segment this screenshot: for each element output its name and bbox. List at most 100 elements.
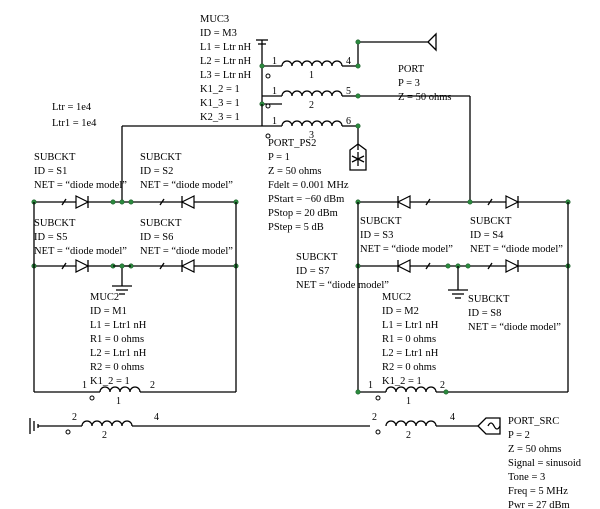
muc3-line: L1 = Ltr nH [200, 42, 252, 53]
muc3-pin: 1 [272, 116, 277, 127]
diode-s4-icon [487, 195, 520, 209]
svg-text:ID = S2: ID = S2 [140, 166, 173, 177]
port-ps2-icon [349, 143, 367, 171]
svg-text:R1 = 0 ohms: R1 = 0 ohms [382, 334, 436, 345]
muc2-m2-pin: 4 [450, 412, 455, 423]
subckt-s8-label: SUBCKT ID = S8 NET = “diode model” [468, 294, 561, 333]
muc2-m1-pin: 1 [82, 380, 87, 391]
muc3-label-block: MUC3 ID = M3 L1 = Ltr nH L2 = Ltr nH L3 … [200, 14, 252, 123]
diode-s1-icon [61, 195, 90, 209]
svg-text:Signal = sinusoid: Signal = sinusoid [508, 458, 582, 469]
muc3-line: K2_3 = 1 [200, 112, 240, 123]
subckt-s4-label: SUBCKT ID = S4 NET = “diode model” [470, 216, 563, 255]
port-ps2-line: PStep = 5 dB [268, 222, 324, 233]
svg-text:SUBCKT: SUBCKT [140, 152, 182, 163]
muc3-pin: 4 [346, 56, 351, 67]
svg-text:SUBCKT: SUBCKT [470, 216, 512, 227]
svg-text:ID = M1: ID = M1 [90, 306, 127, 317]
muc2-m2-pin: 2 [372, 412, 377, 423]
svg-text:K1_2 = 1: K1_2 = 1 [382, 376, 422, 387]
port-ps2-label: PORT_PS2 P = 1 Z = 50 ohms Fdelt = 0.001… [268, 138, 349, 233]
svg-text:NET = “diode model”: NET = “diode model” [468, 322, 561, 333]
svg-text:SUBCKT: SUBCKT [34, 152, 76, 163]
muc3-pin: 1 [272, 86, 277, 97]
port-top-icon [420, 32, 437, 52]
svg-text:R2 = 0 ohms: R2 = 0 ohms [382, 362, 436, 373]
subckt-s1-label: SUBCKT ID = S1 NET = “diode model” [34, 152, 127, 191]
port-ps2-line: PORT_PS2 [268, 138, 316, 149]
port-ps2-line: PStart = −60 dBm [268, 194, 344, 205]
subckt-s6-label: SUBCKT ID = S6 NET = “diode model” [140, 218, 233, 257]
svg-text:ID = S7: ID = S7 [296, 266, 329, 277]
svg-text:SUBCKT: SUBCKT [140, 218, 182, 229]
svg-text:ID = S5: ID = S5 [34, 232, 67, 243]
svg-text:SUBCKT: SUBCKT [296, 252, 338, 263]
svg-text:Pwr = 27 dBm: Pwr = 27 dBm [508, 500, 570, 509]
muc3-coil-label: 1 [309, 70, 314, 81]
muc2-m2-coil-label: 2 [406, 430, 411, 441]
ground-left-icon [112, 285, 132, 295]
muc2-m1-pin: 4 [154, 412, 159, 423]
svg-text:P = 2: P = 2 [508, 430, 530, 441]
svg-text:ID = S8: ID = S8 [468, 308, 501, 319]
muc3-line: L3 = Ltr nH [200, 70, 252, 81]
port-top-label: PORT P = 3 Z = 50 ohms [398, 64, 451, 103]
muc3-line: L2 = Ltr nH [200, 56, 252, 67]
muc3-coil-1 [281, 60, 358, 67]
muc3-coil-label: 2 [309, 100, 314, 111]
muc3-pin: 6 [346, 116, 351, 127]
svg-text:Tone = 3: Tone = 3 [508, 472, 545, 483]
ltr-parameters: Ltr = 1e4 Ltr1 = 1e4 [52, 102, 97, 129]
svg-text:R1 = 0 ohms: R1 = 0 ohms [90, 334, 144, 345]
muc2-m2-coil-1 [385, 386, 437, 393]
ground-bottom-left-icon [29, 418, 39, 434]
muc2-m1-pin: 2 [150, 380, 155, 391]
muc3-coil-label: 3 [309, 130, 314, 141]
svg-text:NET = “diode model”: NET = “diode model” [34, 180, 127, 191]
muc2-m1-coil-label: 2 [102, 430, 107, 441]
subckt-s2-label: SUBCKT ID = S2 NET = “diode model” [140, 152, 233, 191]
svg-text:MUC2: MUC2 [382, 292, 411, 303]
muc2-m2-pin: 2 [440, 380, 445, 391]
muc2-m1-label: MUC2 ID = M1 L1 = Ltr1 nH R1 = 0 ohms L2… [90, 292, 147, 387]
svg-text:L2 = Ltr1 nH: L2 = Ltr1 nH [382, 348, 439, 359]
diode-s5-icon [61, 259, 90, 273]
svg-text:L2 = Ltr1 nH: L2 = Ltr1 nH [90, 348, 147, 359]
muc3-line: ID = M3 [200, 28, 237, 39]
subckt-s7-label: SUBCKT ID = S7 NET = “diode model” [296, 252, 389, 291]
svg-text:SUBCKT: SUBCKT [360, 216, 402, 227]
svg-text:Z = 50 ohms: Z = 50 ohms [508, 444, 561, 455]
port-ps2-line: PStop = 20 dBm [268, 208, 338, 219]
muc2-m2-pin: 1 [368, 380, 373, 391]
port-top-line: PORT [398, 64, 425, 75]
muc3-pin: 1 [272, 56, 277, 67]
svg-text:R2 = 0 ohms: R2 = 0 ohms [90, 362, 144, 373]
svg-text:ID = S3: ID = S3 [360, 230, 393, 241]
svg-text:Freq = 5 MHz: Freq = 5 MHz [508, 486, 568, 497]
param-ltr: Ltr = 1e4 [52, 102, 92, 113]
muc3-line: MUC3 [200, 14, 229, 25]
muc2-m1-coil-2 [81, 420, 133, 427]
port-ps2-line: Z = 50 ohms [268, 166, 321, 177]
svg-text:MUC2: MUC2 [90, 292, 119, 303]
muc3-line: K1_3 = 1 [200, 98, 240, 109]
svg-text:NET = “diode model”: NET = “diode model” [470, 244, 563, 255]
svg-text:SUBCKT: SUBCKT [468, 294, 510, 305]
muc3-ground-icon [256, 39, 268, 66]
muc2-m1-pin: 2 [72, 412, 77, 423]
svg-text:SUBCKT: SUBCKT [34, 218, 76, 229]
muc2-m1-coil-label: 1 [116, 396, 121, 407]
svg-text:ID = S1: ID = S1 [34, 166, 67, 177]
muc3-line: K1_2 = 1 [200, 84, 240, 95]
param-ltr1: Ltr1 = 1e4 [52, 118, 97, 129]
port-src-icon [477, 417, 501, 435]
svg-text:NET = “diode model”: NET = “diode model” [140, 180, 233, 191]
diode-s3-icon [396, 195, 431, 209]
muc3-coil-2 [281, 90, 358, 97]
diode-s2-icon [159, 195, 195, 209]
ground-right-icon [448, 289, 468, 299]
svg-text:NET = “diode model”: NET = “diode model” [360, 244, 453, 255]
port-top-line: P = 3 [398, 78, 420, 89]
svg-text:ID = S6: ID = S6 [140, 232, 173, 243]
